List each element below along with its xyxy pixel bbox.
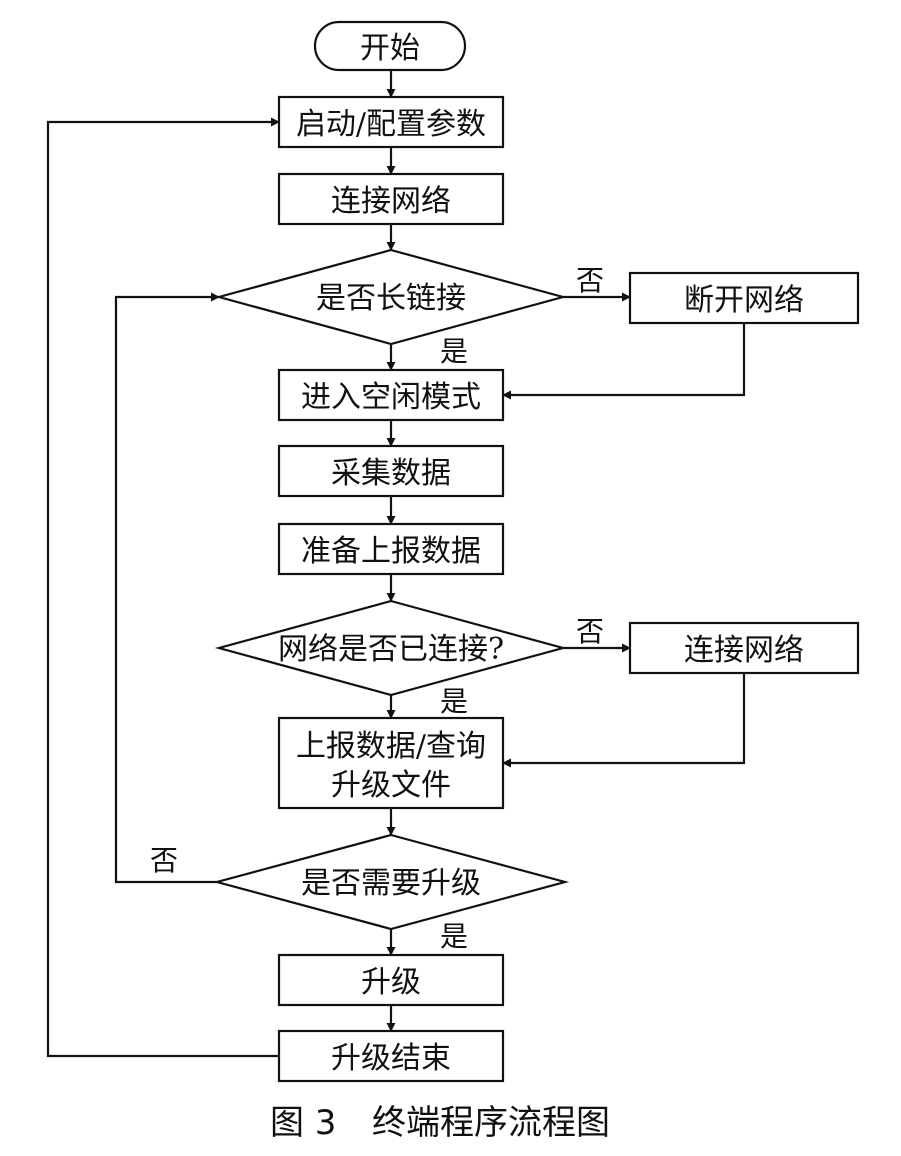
need-upgrade-label: 是否需要升级 (301, 866, 481, 901)
report-data-label-line1: 上报数据/查询 (296, 729, 486, 764)
figure-title: 终端程序流程图 (372, 1103, 610, 1143)
connect-network-node: 连接网络 (277, 172, 505, 226)
report-data-label-line2: 升级文件 (331, 768, 451, 803)
label-longlink-no: 否 (576, 264, 604, 297)
config-node: 启动/配置参数 (277, 95, 505, 149)
upgrade-end-label: 升级结束 (331, 1041, 451, 1076)
disconnect-network-node: 断开网络 (628, 271, 860, 325)
upgrade-end-node: 升级结束 (277, 1029, 505, 1083)
label-netcheck-no: 否 (576, 615, 604, 648)
upgrade-label: 升级 (361, 965, 421, 1000)
upgrade-node: 升级 (277, 953, 505, 1007)
long-link-decision: 是否长链接 (214, 248, 568, 346)
figure-number: 图 3 (270, 1103, 336, 1143)
label-longlink-yes: 是 (440, 335, 468, 368)
prepare-report-label: 准备上报数据 (301, 534, 481, 569)
edge-connect2-report (502, 673, 746, 768)
collect-data-label: 采集数据 (331, 456, 451, 491)
config-label: 启动/配置参数 (296, 107, 486, 142)
label-netcheck-yes: 是 (440, 685, 468, 718)
connect-network-label: 连接网络 (331, 184, 451, 219)
label-needupgrade-yes: 是 (440, 920, 468, 953)
edge-end-loop-config (46, 117, 280, 1058)
start-label: 开始 (360, 31, 420, 66)
connect-network-label-2: 连接网络 (684, 633, 804, 668)
disconnect-network-label: 断开网络 (684, 283, 804, 318)
need-upgrade-decision: 是否需要升级 (212, 833, 570, 931)
report-data-node: 上报数据/查询 升级文件 (277, 716, 505, 810)
edge-needupgrade-no-loop (114, 292, 220, 884)
collect-data-node: 采集数据 (277, 444, 505, 498)
idle-mode-label: 进入空闲模式 (301, 380, 481, 415)
idle-mode-node: 进入空闲模式 (277, 368, 505, 422)
label-needupgrade-no: 否 (150, 844, 178, 877)
prepare-report-node: 准备上报数据 (277, 522, 505, 576)
start-node: 开始 (313, 20, 467, 72)
connect-network-node-2: 连接网络 (628, 621, 860, 675)
edge-disconnect-idle (502, 323, 746, 400)
network-connected-decision: 网络是否已连接? (214, 599, 568, 697)
long-link-label: 是否长链接 (316, 281, 466, 316)
network-connected-label: 网络是否已连接? (278, 632, 504, 667)
